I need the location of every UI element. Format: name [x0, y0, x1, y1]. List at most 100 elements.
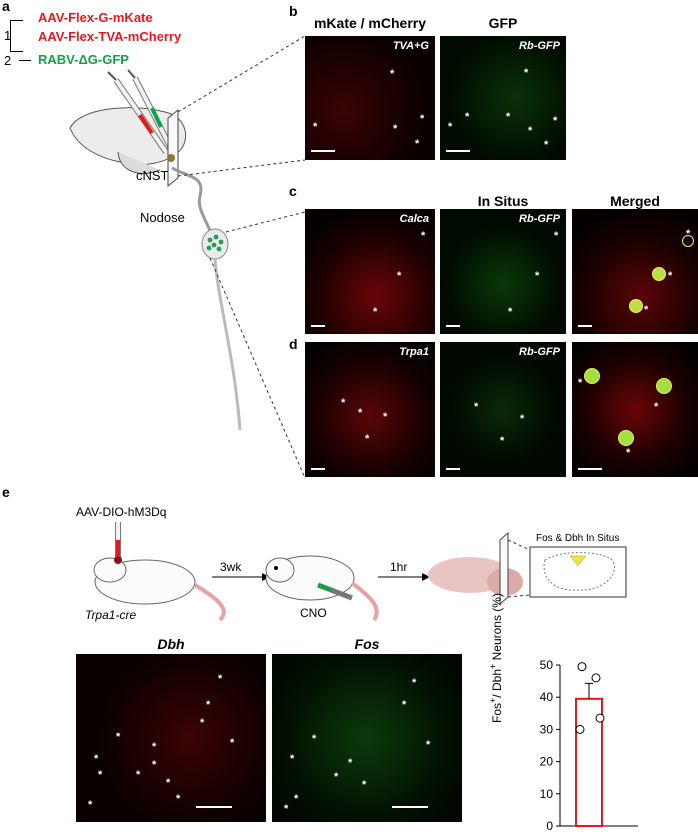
marker-star: *: [176, 793, 181, 805]
virus-rabv-label: RABV-ΔG-GFP: [38, 52, 129, 67]
image-e-dbh: * * * * * * * * * * * * *: [76, 654, 266, 822]
marker-star: *: [136, 769, 141, 781]
virus-hm3dq-label: AAV-DIO-hM3Dq: [76, 505, 167, 519]
colocalized-cell-marker: [629, 299, 643, 313]
scale-bar: [311, 468, 325, 470]
marker-star: *: [397, 270, 402, 282]
scale-bar: [446, 150, 470, 152]
marker-star: *: [528, 125, 533, 137]
marker-star: *: [166, 777, 171, 789]
marker-star: *: [524, 67, 529, 79]
image-d-trpa1: Trpa1 * * * *: [305, 342, 435, 477]
step2-number: 2: [4, 53, 12, 68]
trpa1-cre-label: Trpa1-cre: [85, 608, 137, 622]
image-e-fos: * * * * * * * * * *: [272, 654, 462, 822]
marker-star: *: [654, 401, 659, 413]
marker-star: *: [553, 115, 558, 127]
scale-bar: [446, 468, 460, 470]
marker-star: *: [390, 68, 395, 80]
time-3wk-label: 3wk: [220, 560, 242, 574]
data-point: [591, 673, 601, 683]
marker-star: *: [544, 139, 549, 151]
marker-star: *: [393, 123, 398, 135]
marker-star: *: [334, 771, 339, 783]
marker-star: *: [341, 397, 346, 409]
header-mkate: mKate / mCherry: [313, 15, 427, 31]
marker-star: *: [152, 741, 157, 753]
marker-star: *: [358, 407, 363, 419]
y-tick-label: 10: [540, 787, 554, 801]
colocalized-cell-marker: [682, 235, 694, 247]
marker-star: *: [98, 769, 103, 781]
marker-star: *: [500, 435, 505, 447]
marker-star: *: [465, 111, 470, 123]
image-c-rb-gfp: Rb-GFP * * *: [440, 209, 566, 334]
marker-star: *: [383, 411, 388, 423]
image-d-rb-gfp: Rb-GFP * * *: [440, 342, 566, 477]
marker-star: *: [206, 699, 211, 711]
marker-star: *: [362, 779, 367, 791]
panel-letter-e: e: [2, 484, 10, 500]
marker-star: *: [348, 757, 353, 769]
label-rb-gfp: Rb-GFP: [519, 40, 560, 52]
image-b-gfp: Rb-GFP * * * * * * *: [440, 36, 566, 160]
marker-star: *: [412, 677, 417, 689]
header-gfp: GFP: [488, 15, 518, 31]
scale-bar: [311, 325, 325, 327]
step1-number: 1: [4, 28, 12, 43]
y-tick-label: 20: [540, 755, 554, 769]
marker-star: *: [508, 306, 513, 318]
colocalized-cell-marker: [656, 378, 672, 394]
label-rb-gfp: Rb-GFP: [519, 213, 560, 225]
scale-bar: [392, 806, 428, 808]
marker-star: *: [402, 699, 407, 711]
marker-star: *: [644, 304, 649, 316]
y-tick-label: 40: [540, 690, 554, 704]
y-tick-label: 50: [540, 658, 554, 672]
panel-letter-c: c: [289, 183, 297, 199]
panel-letter-a: a: [2, 0, 10, 14]
insitu-label: Fos & Dbh In Situs: [536, 533, 620, 544]
label-tva-g: TVA+G: [392, 40, 429, 52]
cnst-label: cNST: [136, 168, 169, 183]
header-merged: Merged: [610, 193, 660, 209]
y-tick-label: 0: [546, 819, 553, 832]
marker-star: *: [230, 737, 235, 749]
colocalized-cell-marker: [618, 430, 634, 446]
image-c-calca: Calca * * *: [305, 209, 435, 334]
virus-tva-label: AAV-Flex-TVA-mCherry: [38, 29, 182, 44]
virus-mkate-label: AAV-Flex-G-mKate: [38, 10, 153, 25]
image-c-merged: * * *: [572, 209, 698, 334]
marker-star: *: [578, 377, 583, 389]
marker-star: *: [200, 717, 205, 729]
scale-bar: [196, 806, 232, 808]
label-calca: Calca: [399, 213, 429, 225]
data-point: [577, 662, 587, 672]
marker-star: *: [686, 228, 691, 240]
header-fos: Fos: [354, 636, 380, 652]
marker-star: *: [520, 413, 525, 425]
scale-bar: [578, 468, 602, 470]
cno-label: CNO: [300, 606, 327, 620]
scale-bar: [578, 325, 592, 327]
marker-star: *: [290, 753, 295, 765]
marker-star: *: [535, 270, 540, 282]
nodose-label: Nodose: [140, 210, 185, 225]
marker-star: *: [218, 673, 223, 685]
colocalized-cell-marker: [652, 267, 666, 281]
data-point: [575, 724, 585, 734]
marker-star: *: [373, 306, 378, 318]
marker-star: *: [284, 803, 289, 815]
marker-star: *: [313, 121, 318, 133]
scale-bar: [446, 325, 460, 327]
marker-star: *: [152, 759, 157, 771]
marker-star: *: [626, 447, 631, 459]
marker-star: *: [426, 739, 431, 751]
marker-star: *: [474, 401, 479, 413]
header-in-situs: In Situs: [477, 193, 529, 209]
marker-star: *: [88, 799, 93, 811]
y-axis-label: Fos+/ Dbh+ Neurons (%): [488, 593, 504, 723]
marker-star: *: [415, 138, 420, 150]
